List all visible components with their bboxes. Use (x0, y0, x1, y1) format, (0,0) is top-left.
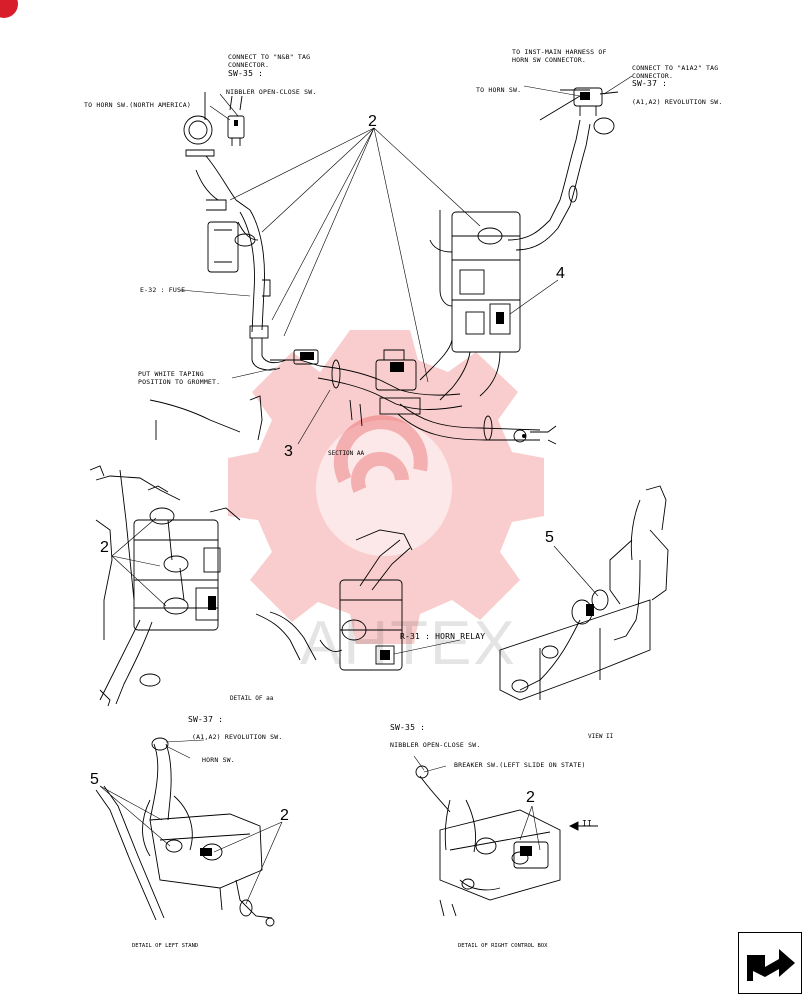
callout-2-left-stand: 2 (280, 807, 289, 824)
label-sw37-bl: SW-37 : (188, 715, 224, 724)
label-sw37-top: SW-37 : (632, 79, 668, 88)
caption-detail-aa: DETAIL OF aa (230, 695, 274, 702)
callout-2-top: 2 (368, 113, 377, 130)
caption-section-aa: SECTION AA (328, 450, 365, 457)
callout-2-right-box: 2 (526, 789, 535, 806)
caption-view-ii: VIEW II (588, 733, 614, 740)
label-nibbler-br: NIBBLER OPEN-CLOSE SW. (390, 741, 481, 749)
label-horn-na: TO HORN SW.(NORTH AMERICA) (84, 101, 191, 109)
label-breaker: BREAKER SW.(LEFT SLIDE ON STATE) (454, 761, 586, 769)
label-a1a2-connect: CONNECT TO "A1A2" TAG CONNECTOR. (632, 64, 719, 80)
label-horn-sw-bl: HORN SW. (202, 756, 235, 764)
label-nb-connect: CONNECT TO "N&B" TAG CONNECTOR. (228, 53, 311, 69)
next-page-button[interactable] (738, 932, 802, 994)
label-sw35-br: SW-35 : (390, 723, 426, 732)
label-to-horn: TO HORN SW. (476, 86, 522, 94)
caption-detail-right-control-box: DETAIL OF RIGHT CONTROL BOX (458, 943, 548, 949)
next-page-arrow-icon (747, 949, 795, 981)
label-horn-relay: R-31 : HORN RELAY (400, 632, 486, 641)
label-nibbler-top: NIBBLER OPEN-CLOSE SW. (226, 88, 317, 96)
label-a1a2-rev-top: (A1,A2) REVOLUTION SW. (632, 98, 723, 106)
label-taping: PUT WHITE TAPING POSITION TO GROMMET. (138, 370, 221, 386)
callout-5-view-ii: 5 (545, 529, 554, 546)
callout-3: 3 (284, 443, 293, 460)
label-arrow-ii: II (582, 819, 593, 828)
label-a1a2-rev-bl: (A1,A2) REVOLUTION SW. (192, 733, 283, 741)
callout-2-detail-aa: 2 (100, 539, 109, 556)
callout-5-left-stand: 5 (90, 771, 99, 788)
corner-tab (0, 0, 18, 18)
label-sw35-top: SW-35 : (228, 69, 264, 78)
label-fuse: E-32 : FUSE (140, 286, 186, 294)
caption-detail-left-stand: DETAIL OF LEFT STAND (132, 943, 199, 949)
callout-4: 4 (556, 265, 565, 282)
label-inst-main: TO INST-MAIN HARNESS OF HORN SW CONNECTO… (512, 48, 607, 64)
watermark-text: AHTEX (300, 609, 517, 678)
